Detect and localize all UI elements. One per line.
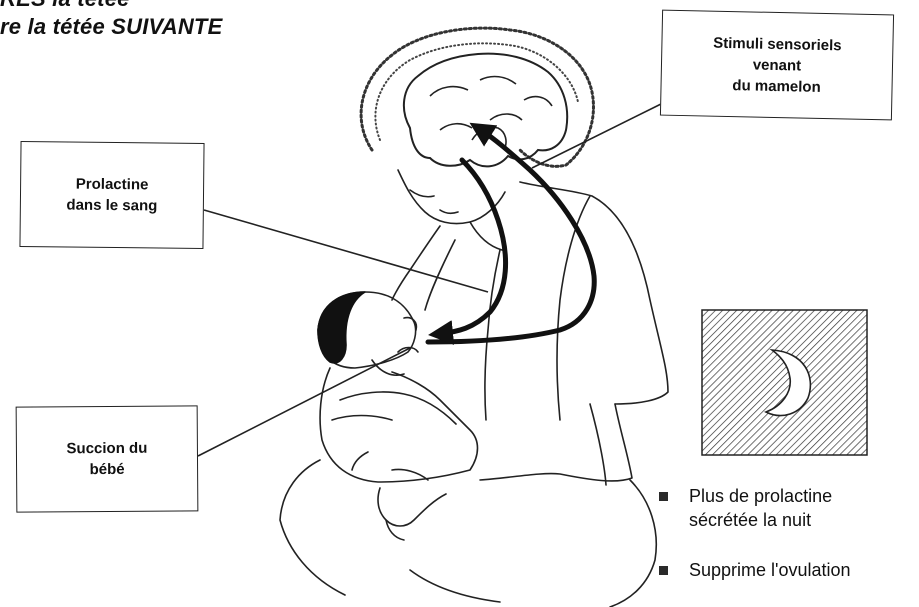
baby-figure	[318, 292, 478, 482]
label-stimuli-box: Stimuli sensoriels venant du mamelon	[660, 10, 894, 121]
night-box	[702, 310, 867, 455]
bullet-item: Plus de prolactine sécrétée la nuit	[659, 484, 832, 532]
arrow-to-brain	[428, 128, 594, 342]
brain	[404, 54, 567, 167]
mother-hair	[361, 28, 593, 166]
bullet-text: Plus de prolactine sécrétée la nuit	[689, 484, 832, 532]
label-stimuli: Stimuli sensoriels venant du mamelon	[712, 32, 842, 98]
bullet-text: Supprime l'ovulation	[689, 558, 851, 582]
pointer-succion	[198, 348, 410, 456]
label-succion: Succion du bébé	[66, 438, 147, 481]
square-bullet-icon	[659, 492, 668, 501]
square-bullet-icon	[659, 566, 668, 575]
label-prolactine-box: Prolactine dans le sang	[19, 141, 204, 249]
label-succion-box: Succion du bébé	[16, 405, 199, 512]
baby-hair	[318, 292, 365, 363]
mother-arm	[480, 404, 632, 481]
bullet-item: Supprime l'ovulation	[659, 558, 851, 582]
mother-hand	[352, 452, 446, 540]
reflex-arrows	[428, 128, 594, 342]
pointer-stimuli	[532, 104, 661, 168]
label-prolactine: Prolactine dans le sang	[66, 174, 157, 217]
